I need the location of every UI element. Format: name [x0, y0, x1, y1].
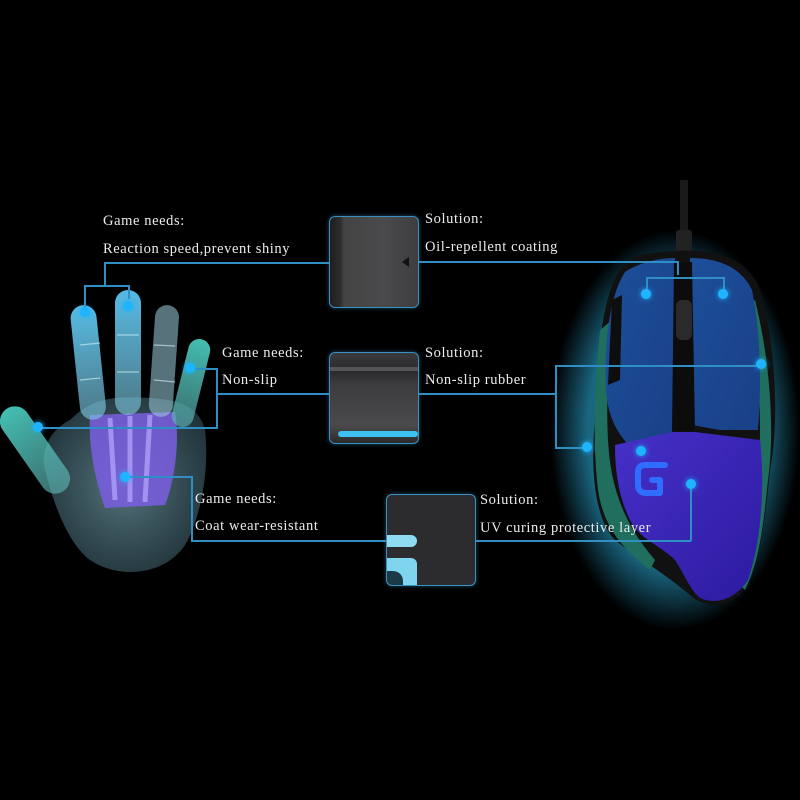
- connector-line: [191, 476, 193, 541]
- solution-heading-top: Solution:: [425, 211, 484, 227]
- hotspot-dot: [636, 446, 646, 456]
- hotspot-dot: [756, 359, 766, 369]
- connector-line: [84, 285, 129, 287]
- connector-line: [646, 277, 724, 279]
- thumb-finger: [0, 406, 71, 494]
- connector-line: [419, 261, 677, 263]
- need-text-bottom: Coat wear-resistant: [195, 518, 319, 534]
- ring-finger: [148, 305, 179, 417]
- hotspot-dot: [123, 301, 133, 311]
- connector-line: [104, 262, 330, 264]
- hotspot-dot: [718, 289, 728, 299]
- connector-line: [646, 277, 648, 291]
- connector-line: [555, 365, 557, 448]
- need-text-middle: Non-slip: [222, 372, 278, 388]
- need-heading-top: Game needs:: [103, 213, 185, 229]
- need-text-top: Reaction speed,prevent shiny: [103, 241, 291, 257]
- pinky-finger: [171, 339, 211, 427]
- connector-line: [40, 427, 218, 429]
- connector-line: [723, 277, 725, 291]
- hotspot-dot: [33, 422, 43, 432]
- mouse-palm-rest: [615, 432, 763, 601]
- thumbnail-uv-protective-layer: [386, 494, 476, 586]
- hotspot-dot: [185, 363, 195, 373]
- g-logo-icon: [635, 462, 668, 496]
- metacarpal-bones: [107, 414, 153, 503]
- mouse-right-grip: [740, 300, 772, 590]
- need-heading-bottom: Game needs:: [195, 491, 277, 507]
- solution-text-middle: Non-slip rubber: [425, 372, 527, 388]
- connector-line: [555, 447, 587, 449]
- hotspot-dot: [80, 307, 90, 317]
- solution-text-bottom: UV curing protective layer: [480, 520, 652, 536]
- hotspot-dot: [641, 289, 651, 299]
- solution-text-top: Oil-repellent coating: [425, 239, 558, 255]
- mouse-left-grip: [594, 320, 655, 570]
- middle-finger: [115, 290, 141, 415]
- connector-line: [128, 285, 130, 299]
- connector-line: [690, 484, 692, 541]
- mouse-left-button: [605, 258, 678, 455]
- mouse-cable: [680, 180, 688, 250]
- solution-heading-bottom: Solution:: [480, 492, 539, 508]
- hotspot-dot: [120, 472, 130, 482]
- connector-line: [125, 476, 192, 478]
- connector-line: [419, 393, 556, 395]
- thumbnail-non-slip-rubber: [329, 352, 419, 444]
- connector-line: [84, 285, 86, 311]
- connector-line: [476, 540, 691, 542]
- scroll-wheel: [676, 300, 692, 340]
- hotspot-dot: [686, 479, 696, 489]
- connector-line: [191, 540, 387, 542]
- connector-line: [190, 368, 217, 370]
- mouse-side-buttons: [608, 295, 622, 385]
- connector-line: [555, 365, 765, 367]
- hotspot-dot: [582, 442, 592, 452]
- thumbnail-oil-repellent-coating: [329, 216, 419, 308]
- solution-heading-middle: Solution:: [425, 345, 484, 361]
- finger-joints: [79, 334, 176, 383]
- connector-line: [216, 393, 330, 395]
- index-finger: [70, 305, 106, 420]
- mouse-right-button: [690, 258, 760, 430]
- connector-line: [104, 262, 106, 286]
- need-heading-middle: Game needs:: [222, 345, 304, 361]
- connector-line: [216, 368, 218, 428]
- mouse-center-ridge: [672, 262, 695, 432]
- connector-line: [677, 261, 679, 275]
